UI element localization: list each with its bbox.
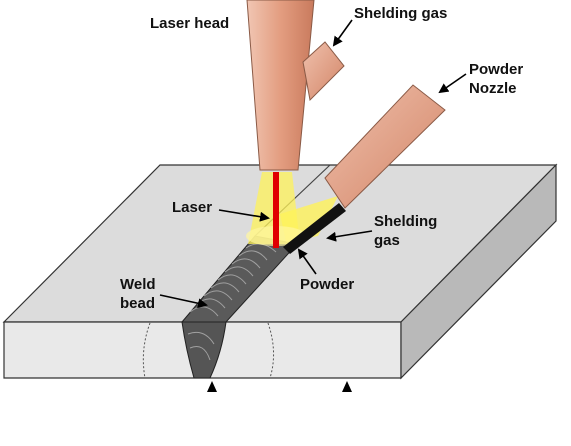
arrow-powder [297,248,317,275]
heat-affected-zone-boundary [267,322,274,379]
label-shielding-gas-top: Shelding gas [354,5,447,22]
arrow-laser [218,209,270,222]
marker-triangle-right [342,381,352,392]
laser-head [246,0,315,171]
arrow-powder-nozzle [438,73,467,94]
heat-affected-zone-boundary [142,322,151,379]
label-laser-head: Laser head [150,15,229,32]
label-laser: Laser [172,199,212,216]
label-powder-nozzle-line2: Nozzle [469,80,517,97]
laser-beam [273,172,279,248]
label-powder-nozzle-line1: Powder [469,61,523,78]
label-weld-bead-line2: bead [120,295,155,312]
label-powder: Powder [300,276,354,293]
marker-triangle-left [207,381,217,392]
label-shielding-gas-side-line2: gas [374,232,400,249]
plate-side-face [400,163,557,380]
annotations: Laser head Shelding gas Powder Nozzle La… [120,5,523,312]
shielding-gas-nozzle [302,41,345,102]
label-weld-bead-line1: Weld [120,276,156,293]
label-shielding-gas-side-line1: Shelding [374,213,437,230]
powder-stream [283,203,346,254]
arrow-shielding-gas-side [326,230,373,242]
arrow-shielding-gas-top [332,19,353,47]
powder-nozzle [324,84,446,209]
arrow-weld-bead [159,294,208,309]
